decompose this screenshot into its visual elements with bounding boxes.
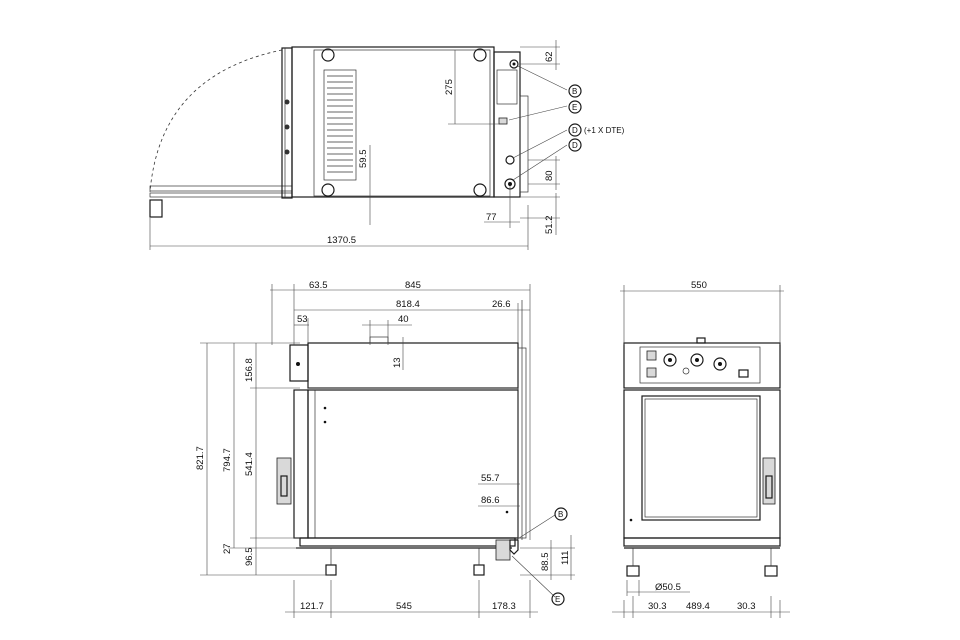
dim-96-5: 96.5 <box>244 548 255 567</box>
top-rear-panel <box>493 51 521 198</box>
front-foot-left <box>626 565 640 577</box>
dim-178-3: 178.3 <box>492 601 516 612</box>
top-foot-br <box>473 183 487 197</box>
top-foot-bl <box>321 183 335 197</box>
dim-53: 53 <box>297 314 308 325</box>
dim-86-6: 86.6 <box>481 495 500 506</box>
dim-111: 111 <box>560 551 571 565</box>
top-rear-strip <box>519 95 529 193</box>
top-door-panel <box>281 47 293 199</box>
top-foot-tr <box>473 48 487 62</box>
callout-circle-e-side <box>551 592 565 606</box>
dim-59-5: 59.5 <box>358 150 369 169</box>
side-view: B E 63.5 845 818.4 26.6 53 40 13 821.7 7… <box>195 280 575 618</box>
side-top-vent <box>369 336 389 344</box>
side-foot-left <box>325 564 337 576</box>
dim-1370-5: 1370.5 <box>327 235 356 246</box>
top-body-inner <box>313 49 491 197</box>
front-view: 550 Ø50.5 30.3 489.4 30.3 <box>612 280 790 618</box>
callout-b-side: B <box>558 510 563 519</box>
front-switch-2 <box>646 367 657 378</box>
callout-circle-b-side <box>554 507 568 521</box>
dim-821-7: 821.7 <box>195 446 206 470</box>
front-knob-2 <box>690 353 704 367</box>
dim-794-7: 794.7 <box>222 448 233 472</box>
door-open-rail-lower <box>149 192 293 198</box>
dim-818-4: 818.4 <box>396 299 420 310</box>
dim-27: 27 <box>222 543 233 554</box>
callout-e-top: E <box>572 103 577 112</box>
dim-30-3-right: 30.3 <box>737 601 756 612</box>
front-switch-1 <box>646 350 657 361</box>
front-door-glass <box>641 395 761 521</box>
front-indicator <box>738 369 749 378</box>
dim-550: 550 <box>691 280 707 291</box>
dim-63-5: 63.5 <box>309 280 328 291</box>
dim-545: 545 <box>396 601 412 612</box>
callout-d1-top: D <box>572 126 578 135</box>
top-hinge-3 <box>284 149 290 155</box>
side-foot-right <box>473 564 485 576</box>
connector-b-top-core <box>512 62 516 66</box>
callout-circle-d1-top <box>568 123 582 137</box>
front-control-inner <box>639 346 761 384</box>
top-foot-tl <box>321 48 335 62</box>
connector-e-top <box>498 117 508 125</box>
front-knob-small <box>682 367 690 375</box>
front-foot-right <box>764 565 778 577</box>
dim-88-5: 88.5 <box>540 553 551 572</box>
front-steam-outlet <box>696 337 706 344</box>
callout-circle-d2-top <box>568 138 582 152</box>
fan-grille <box>323 69 357 181</box>
connector-b-top <box>509 59 519 69</box>
top-body-outline <box>291 46 495 198</box>
callout-circle-e-top <box>568 100 582 114</box>
dim-489-4: 489.4 <box>686 601 710 612</box>
front-door-handle <box>762 457 776 505</box>
dim-26-6: 26.6 <box>492 299 511 310</box>
dim-77: 77 <box>486 212 497 223</box>
connector-d2-top-core <box>508 182 512 186</box>
dim-13: 13 <box>392 357 403 368</box>
connector-d1-top <box>505 155 515 165</box>
front-door-frame <box>623 389 781 539</box>
front-knob-1 <box>663 353 677 367</box>
dim-275: 275 <box>444 79 455 95</box>
side-base-block <box>495 539 511 561</box>
side-base <box>299 537 516 547</box>
door-open-handle <box>149 199 163 218</box>
callout-d1-note: (+1 X DTE) <box>584 126 625 135</box>
callout-b-top: B <box>572 87 577 96</box>
side-door-top <box>289 344 309 382</box>
side-door <box>293 389 309 539</box>
top-view: B E D (+1 X DTE) D 62 275 59.5 80 51.2 7… <box>149 40 625 250</box>
callout-e-side: E <box>555 595 560 604</box>
front-control-panel <box>623 342 781 389</box>
front-knob-3 <box>713 357 727 371</box>
dim-845: 845 <box>405 280 421 291</box>
side-main-section <box>307 389 519 539</box>
dim-30-3-left: 30.3 <box>648 601 667 612</box>
dim-dia-50-5: Ø50.5 <box>655 582 681 593</box>
dim-55-7: 55.7 <box>481 473 500 484</box>
door-open-rail <box>149 185 293 192</box>
side-top-section <box>307 342 519 389</box>
callout-circle-b-top <box>568 84 582 98</box>
dim-541-4: 541.4 <box>244 452 255 476</box>
door-swing-arc <box>149 49 283 193</box>
dim-80: 80 <box>544 170 555 181</box>
front-base <box>623 537 781 547</box>
dim-156-8: 156.8 <box>244 358 255 382</box>
side-drain-connector <box>509 539 519 555</box>
top-rear-box <box>496 69 518 105</box>
side-handle <box>276 457 292 505</box>
dim-62: 62 <box>544 51 555 62</box>
dim-121-7: 121.7 <box>300 601 324 612</box>
dim-51-2: 51.2 <box>544 216 555 235</box>
dim-40: 40 <box>398 314 409 325</box>
top-hinge-1 <box>284 99 290 105</box>
callout-d2-top: D <box>572 141 578 150</box>
top-hinge-2 <box>284 124 290 130</box>
